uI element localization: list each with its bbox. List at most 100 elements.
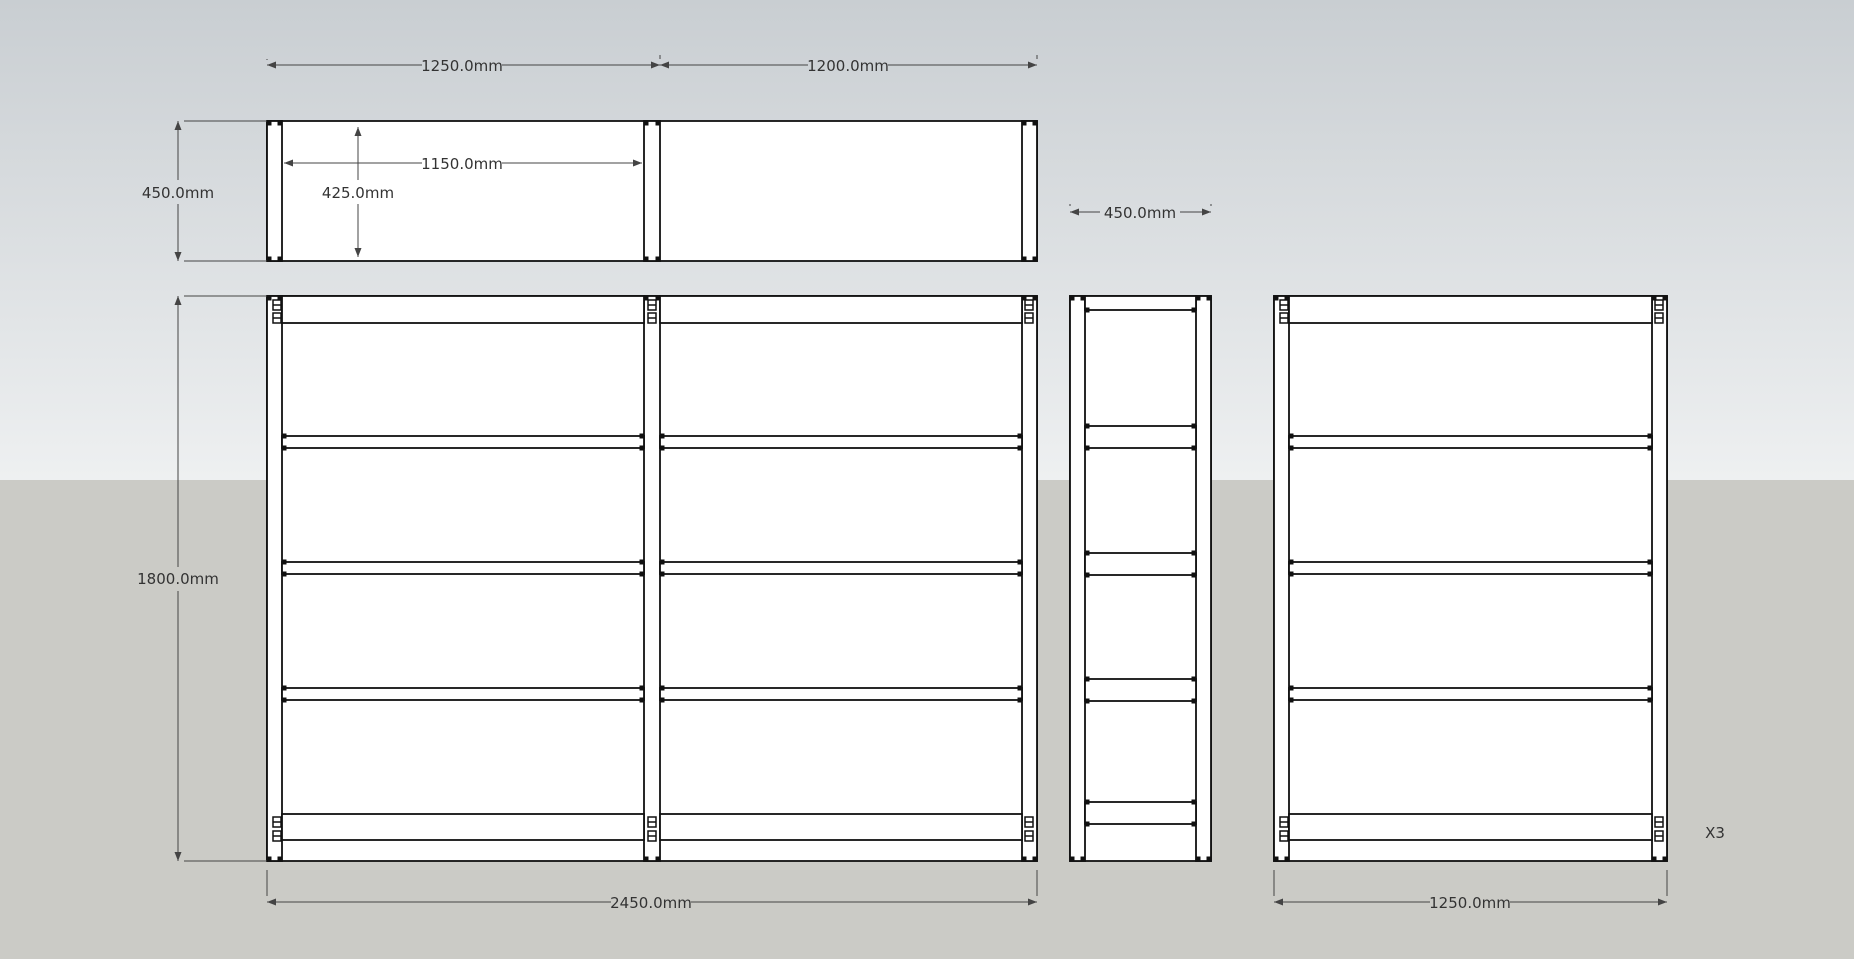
corner-bracket bbox=[1654, 312, 1664, 324]
joint-node bbox=[1651, 856, 1657, 862]
joint-node bbox=[1032, 295, 1038, 301]
joint-node bbox=[659, 433, 665, 439]
joint-node bbox=[1191, 550, 1197, 556]
corner-bracket bbox=[1024, 299, 1034, 311]
joint-node bbox=[659, 697, 665, 703]
joint-node bbox=[1191, 423, 1197, 429]
joint-node bbox=[659, 559, 665, 565]
joint-node bbox=[1288, 559, 1294, 565]
dim-arrowhead bbox=[1274, 898, 1283, 906]
joint-node bbox=[1191, 572, 1197, 578]
joint-node bbox=[277, 856, 283, 862]
joint-node bbox=[1288, 445, 1294, 451]
front-shelf-left bbox=[281, 435, 645, 449]
corner-bracket bbox=[272, 312, 282, 324]
joint-node bbox=[655, 256, 661, 262]
dim-height: 1800.0mm bbox=[137, 570, 219, 588]
joint-node bbox=[1191, 821, 1197, 827]
single-post-right bbox=[1651, 295, 1668, 862]
dim-depth: 450.0mm bbox=[142, 184, 214, 202]
dim-top-right-width: 1200.0mm bbox=[807, 57, 889, 75]
front-top-rail-left bbox=[281, 295, 645, 324]
side-rail bbox=[1084, 425, 1197, 449]
joint-node bbox=[1032, 856, 1038, 862]
joint-node bbox=[277, 295, 283, 301]
joint-node bbox=[1288, 571, 1294, 577]
single-shelf bbox=[1288, 561, 1653, 575]
joint-node bbox=[1084, 307, 1090, 313]
joint-node bbox=[643, 856, 649, 862]
front-shelf-right bbox=[659, 435, 1023, 449]
front-post-right bbox=[1021, 295, 1038, 862]
joint-node bbox=[1084, 550, 1090, 556]
dim-inner-width: 1150.0mm bbox=[421, 155, 503, 173]
dim-arrowhead bbox=[633, 159, 642, 167]
single-shelf bbox=[1288, 687, 1653, 701]
corner-bracket bbox=[647, 312, 657, 324]
joint-node bbox=[1021, 856, 1027, 862]
dim-arrowhead bbox=[284, 159, 293, 167]
joint-node bbox=[659, 571, 665, 577]
joint-node bbox=[1021, 256, 1027, 262]
joint-node bbox=[266, 120, 272, 126]
joint-node bbox=[1017, 685, 1023, 691]
dim-arrowhead bbox=[660, 61, 669, 69]
joint-node bbox=[1032, 256, 1038, 262]
joint-node bbox=[1288, 697, 1294, 703]
joint-node bbox=[1084, 445, 1090, 451]
corner-bracket bbox=[1654, 830, 1664, 842]
joint-node bbox=[1084, 821, 1090, 827]
dim-arrowhead bbox=[174, 252, 182, 261]
side-post-front bbox=[1069, 295, 1086, 862]
joint-node bbox=[1273, 295, 1279, 301]
joint-node bbox=[639, 559, 645, 565]
joint-node bbox=[1084, 698, 1090, 704]
dim-line-single-width bbox=[1273, 870, 1668, 906]
joint-node bbox=[1017, 445, 1023, 451]
dim-arrowhead bbox=[267, 61, 276, 69]
dim-arrowhead bbox=[174, 296, 182, 305]
joint-node bbox=[1080, 856, 1086, 862]
joint-node bbox=[281, 445, 287, 451]
joint-node bbox=[1284, 295, 1290, 301]
dim-arrowhead bbox=[1658, 898, 1667, 906]
front-top-rail-right bbox=[659, 295, 1023, 324]
dim-total-width: 2450.0mm bbox=[610, 894, 692, 912]
dim-line-total-width bbox=[266, 870, 1038, 906]
joint-node bbox=[1288, 433, 1294, 439]
joint-node bbox=[1069, 856, 1075, 862]
dim-arrowhead bbox=[1202, 208, 1211, 216]
dim-line-top-left-width bbox=[266, 55, 661, 69]
joint-node bbox=[266, 856, 272, 862]
joint-node bbox=[639, 571, 645, 577]
joint-node bbox=[281, 697, 287, 703]
front-shelf-right bbox=[659, 687, 1023, 701]
joint-node bbox=[281, 559, 287, 565]
joint-node bbox=[1017, 697, 1023, 703]
joint-node bbox=[639, 685, 645, 691]
shelf-frames bbox=[266, 120, 1668, 862]
joint-node bbox=[281, 571, 287, 577]
joint-node bbox=[1647, 433, 1653, 439]
plan-post-middle bbox=[643, 120, 661, 262]
corner-bracket bbox=[1024, 816, 1034, 828]
corner-bracket bbox=[647, 816, 657, 828]
joint-node bbox=[1191, 307, 1197, 313]
single-bottom-rail bbox=[1288, 813, 1653, 841]
joint-node bbox=[281, 433, 287, 439]
joint-node bbox=[643, 120, 649, 126]
dim-inner-depth: 425.0mm bbox=[322, 184, 394, 202]
joint-node bbox=[1080, 295, 1086, 301]
joint-node bbox=[1084, 423, 1090, 429]
corner-bracket bbox=[1279, 816, 1289, 828]
corner-bracket bbox=[272, 299, 282, 311]
corner-bracket bbox=[1654, 299, 1664, 311]
corner-bracket bbox=[272, 816, 282, 828]
joint-node bbox=[1017, 433, 1023, 439]
corner-bracket bbox=[1279, 312, 1289, 324]
joint-node bbox=[1284, 856, 1290, 862]
joint-node bbox=[643, 256, 649, 262]
front-bottom-rail-left bbox=[281, 813, 645, 841]
dim-top-left-width: 1250.0mm bbox=[421, 57, 503, 75]
joint-node bbox=[1017, 571, 1023, 577]
